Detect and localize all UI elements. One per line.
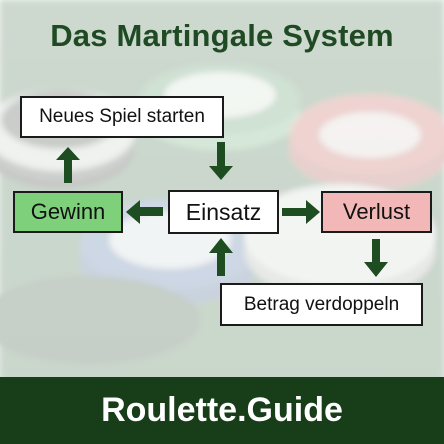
diagram-title: Das Martingale System: [50, 18, 394, 53]
node-new-game: Neues Spiel starten: [20, 96, 224, 138]
arrow-loss-to-double: [364, 239, 388, 277]
arrow-stake-to-win: [126, 200, 163, 224]
footer-brand: Roulette.Guide: [0, 377, 444, 444]
arrow-win-to-new-game: [56, 147, 80, 183]
arrow-double-to-stake: [209, 238, 233, 276]
node-stake: Einsatz: [168, 190, 279, 234]
arrow-stake-to-loss: [282, 200, 320, 224]
node-double-bet: Betrag verdoppeln: [220, 283, 423, 326]
arrow-new-game-to-stake: [209, 142, 233, 180]
node-loss: Verlust: [321, 191, 432, 233]
node-win: Gewinn: [13, 191, 123, 233]
